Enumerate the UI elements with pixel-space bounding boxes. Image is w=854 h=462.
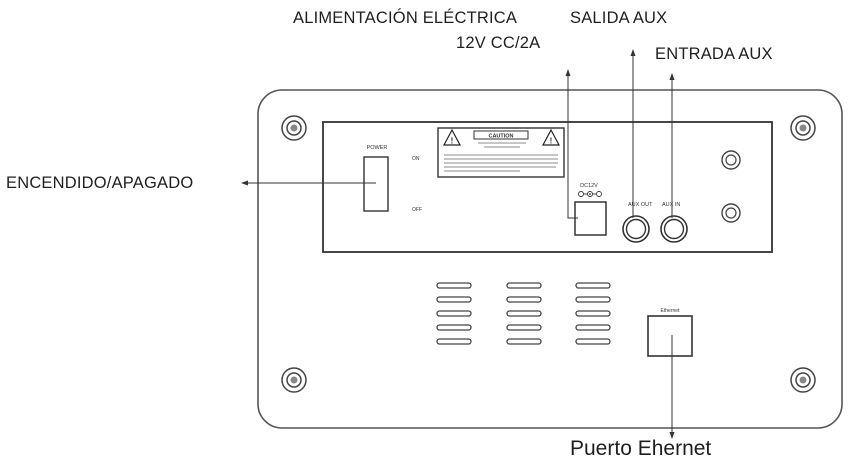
leader-line-power-supply (567, 72, 578, 219)
screw-icon-bottom-left (281, 367, 307, 393)
dc-power-jack[interactable] (574, 201, 607, 236)
svg-text:!: ! (451, 137, 454, 146)
round-port-lower (721, 203, 741, 223)
aux-out-jack-text: AUX OUT (628, 202, 653, 208)
screw-icon-bottom-right (790, 367, 816, 393)
svg-text:!: ! (550, 137, 553, 146)
ethernet-jack[interactable] (647, 315, 693, 357)
leader-lines (244, 52, 673, 436)
aux-out-label: SALIDA AUX (570, 9, 668, 27)
switch-on-text: ON (412, 156, 420, 162)
power-switch-label: ENCENDIDO/APAGADO (6, 174, 194, 192)
caution-title-text: CAUTION (488, 134, 513, 140)
arrowheads (241, 49, 675, 439)
round-port-upper (721, 150, 741, 170)
warning-triangle-icon-right: ! (542, 128, 560, 146)
arrow-icon-aux-in (669, 73, 675, 80)
dc-polarity-icon (578, 191, 602, 197)
caution-sticker: CAUTION ! ! (437, 127, 565, 178)
power-supply-label: ALIMENTACIÓN ELÉCTRICA (293, 9, 518, 27)
warning-triangle-icon-left: ! (443, 128, 461, 146)
dc-label-text: DC12V (580, 183, 598, 189)
screw-icon-top-left (281, 115, 307, 141)
arrow-icon-aux-out (630, 49, 636, 56)
aux-in-jack[interactable] (660, 215, 688, 243)
aux-out-jack[interactable] (622, 215, 650, 243)
arrow-icon-power-supply (565, 69, 571, 76)
switch-off-text: OFF (412, 207, 422, 213)
ethernet-port-label: Puerto Ehernet (570, 437, 712, 460)
power-switch[interactable] (363, 156, 389, 212)
arrow-icon-ethernet (669, 432, 675, 439)
aux-in-jack-text: AUX IN (662, 202, 680, 208)
arrow-icon-power-switch (241, 180, 248, 186)
vent-grille (436, 282, 611, 345)
switch-title-text: POWER (367, 145, 388, 151)
screw-icon-top-right (790, 115, 816, 141)
ethernet-jack-text: Ethernet (661, 308, 681, 314)
aux-in-label: ENTRADA AUX (655, 45, 773, 63)
power-supply-rating-label: 12V CC/2A (456, 34, 541, 52)
